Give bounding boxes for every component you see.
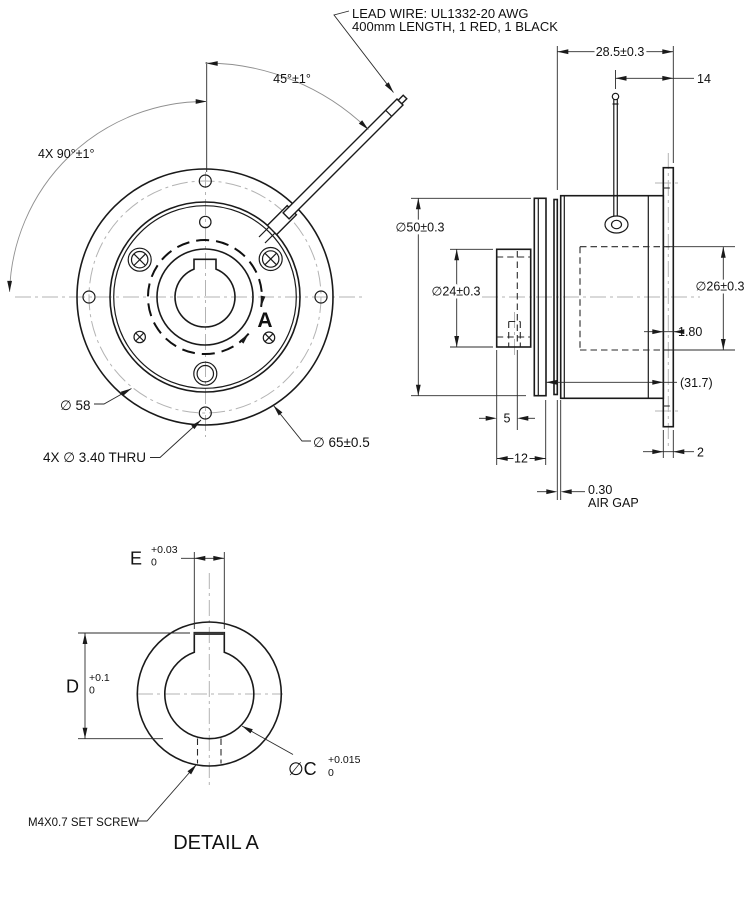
bolt-circle-dia-label: ∅ 58 [60, 398, 91, 413]
screw-upper-left [127, 247, 152, 272]
thru-holes-label: 4X ∅ 3.40 THRU [43, 450, 146, 465]
d-dim-label: D [66, 677, 79, 697]
hub-length-label: 12 [514, 452, 528, 466]
dia50-label: ∅50±0.3 [395, 221, 444, 235]
hub-step-label: 5 [504, 412, 511, 426]
leader-dia65 [273, 405, 311, 442]
length-total-label: 28.5±0.3 [596, 45, 645, 59]
mounting-hole-bottom [198, 406, 212, 420]
mounting-hole-left [82, 290, 96, 304]
setscrew-hidden-side [508, 320, 521, 347]
wire-tip [397, 94, 408, 105]
arc-90deg [9, 101, 207, 292]
hub-side [495, 248, 532, 348]
e-tol-upper: +0.03 [151, 544, 178, 556]
e-dim-label: E [130, 549, 142, 569]
lead-wire [258, 94, 408, 244]
screw-bottom [193, 361, 218, 386]
set-screw-label: M4X0.7 SET SCREW [28, 817, 139, 829]
mounting-hole-right [314, 290, 328, 304]
e-tol-lower: 0 [151, 557, 157, 569]
screw-upper-right [258, 246, 283, 272]
detail-a-boundary-circle [147, 239, 263, 356]
leader-holes [150, 419, 202, 458]
body-ring-outer [109, 201, 301, 393]
air-gap-text: AIR GAP [588, 496, 639, 510]
lead-wire-note-line1: LEAD WIRE: UL1332-20 AWG [352, 6, 529, 21]
dia24-label: ∅24±0.3 [431, 285, 480, 299]
leader-set-screw [138, 764, 197, 822]
friction-disc [553, 198, 559, 396]
front-view: LEAD WIRE: UL1332-20 AWG 400mm LENGTH, 1… [7, 6, 558, 465]
angle-45-label: 45°±1° [273, 72, 311, 86]
lead-wire-side [611, 92, 620, 217]
wire-offset-label: 14 [697, 72, 711, 86]
d-tol-upper: +0.1 [89, 672, 110, 684]
air-gap-value: 0.30 [588, 483, 612, 497]
setscrew-hole-hidden [196, 738, 222, 764]
body-ring-inner [113, 205, 297, 389]
wire-insulation [282, 98, 404, 220]
pin-hole-top [199, 215, 212, 229]
leader-lead-wire [333, 10, 394, 93]
wire-grommet [604, 215, 629, 234]
detail-bore-with-keyway [164, 631, 255, 740]
detail-hub-outer-circle [136, 621, 283, 767]
detail-a-view: E +0.03 0 D +0.1 0 ∅C +0.015 0 M4X0.7 SE… [28, 544, 361, 854]
c-tol-upper: +0.015 [328, 754, 361, 766]
wire-terminal-tip [611, 92, 620, 101]
plate-offset-label: 1.80 [678, 325, 702, 339]
detail-a-title: DETAIL A [173, 832, 259, 854]
hub-circle [156, 248, 254, 346]
flange-dia-label: ∅ 65±0.5 [313, 435, 370, 450]
overall-ref-label: (31.7) [680, 376, 713, 390]
pin-lower-right [262, 331, 276, 344]
armature-plate [533, 197, 547, 397]
side-view: ∅50±0.3 ∅24±0.3 ∅26±0.3 1.80 (31.7) 2 5 … [392, 42, 747, 510]
bore-with-keyway [174, 258, 236, 328]
c-dim-label: ∅C [288, 759, 317, 779]
angle-90-label: 4X 90°±1° [38, 147, 94, 161]
lead-wire-note-line2: 400mm LENGTH, 1 RED, 1 BLACK [352, 19, 558, 34]
mounting-hole-top [198, 174, 212, 188]
flange-outer-circle [76, 168, 334, 426]
dia26-label: ∅26±0.3 [695, 280, 744, 294]
plate-thickness-label: 2 [697, 446, 704, 460]
pin-lower-left [133, 330, 146, 344]
arc-45deg [204, 62, 369, 130]
bolt-circle-centerline [88, 180, 322, 414]
c-tol-lower: 0 [328, 767, 334, 779]
detail-a-reference-letter: A [257, 309, 272, 332]
d-tol-lower: 0 [89, 685, 95, 697]
mounting-plate [662, 166, 675, 428]
